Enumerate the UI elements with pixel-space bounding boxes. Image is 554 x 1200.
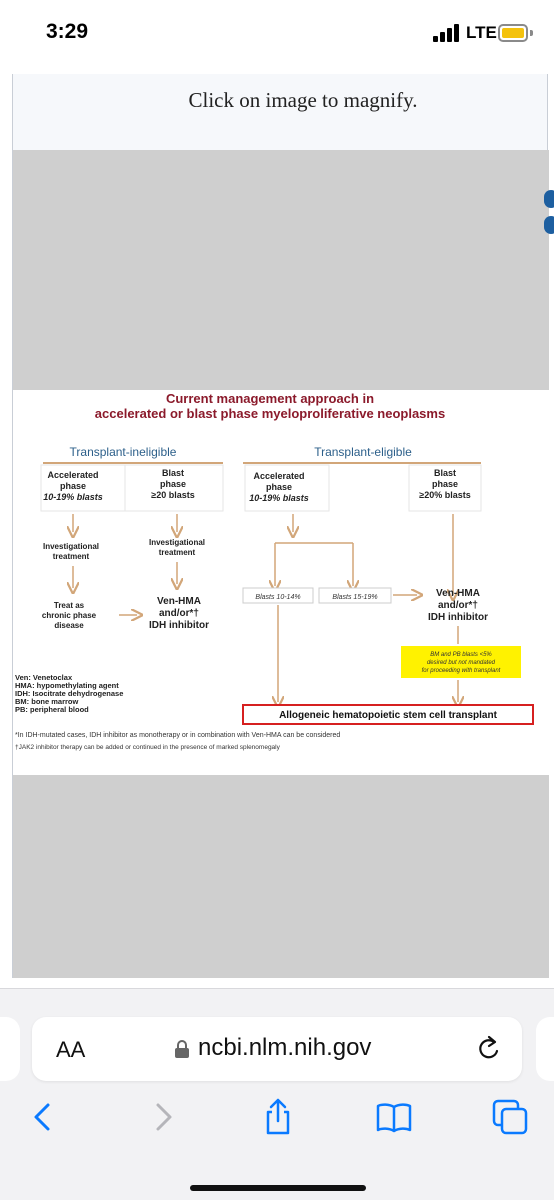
abbrev-5: PB: peripheral blood [15, 705, 89, 714]
inel-accel-3: 10-19% blasts [43, 492, 103, 502]
lock-icon [175, 1040, 189, 1058]
treat-chronic-3: disease [54, 621, 84, 630]
invest-right-1: Investigational [149, 538, 205, 547]
page-frame: Click on image to magnify. Current manag… [12, 74, 549, 978]
invest-left-1: Investigational [43, 542, 99, 551]
invest-right-2: treatment [159, 548, 196, 557]
home-indicator [190, 1185, 366, 1191]
next-tab-peek[interactable] [536, 1017, 554, 1081]
text-size-button[interactable]: AA [56, 1037, 86, 1062]
el-accel-1: Accelerated [253, 471, 304, 481]
el-blast-2: phase [432, 479, 458, 489]
status-bar: 3:29 LTE [0, 0, 554, 70]
blasts-high-box: Blasts 15-19% [332, 594, 377, 601]
el-accel-3: 10-19% blasts [249, 493, 309, 503]
inel-blast-2: phase [160, 479, 186, 489]
el-accel-2: phase [266, 482, 292, 492]
battery-icon [498, 24, 528, 42]
figure-image-link[interactable]: Current management approach in accelerat… [13, 150, 549, 978]
ven-hma-left-3: IDH inhibitor [149, 620, 209, 631]
bm-note-3: for proceeding with transplant [422, 668, 501, 674]
side-peek [544, 190, 554, 250]
blasts-low-box: Blasts 10-14% [255, 594, 300, 601]
inel-blast-3: ≥20 blasts [151, 490, 194, 500]
figure-flowchart: Current management approach in accelerat… [13, 390, 549, 775]
url-text[interactable]: ncbi.nlm.nih.gov [198, 1034, 372, 1061]
battery-cap [530, 30, 533, 36]
abbrev-4: BM: bone marrow [15, 697, 79, 706]
bm-note-2: desired but not mandated [427, 660, 496, 666]
treat-chronic-1: Treat as [54, 601, 85, 610]
el-blast-3: ≥20% blasts [419, 490, 470, 500]
tabs-icon[interactable] [490, 1097, 530, 1137]
abbrev-2: HMA: hypomethylating agent [15, 681, 119, 690]
book-icon[interactable] [374, 1097, 414, 1137]
status-time: 3:29 [46, 20, 89, 43]
el-blast-1: Blast [434, 468, 456, 478]
inel-accel-1: Accelerated [47, 470, 98, 480]
header-transplant-eligible: Transplant-eligible [314, 445, 412, 459]
magnify-caption[interactable]: Click on image to magnify. [188, 88, 418, 112]
address-bar[interactable]: AA ncbi.nlm.nih.gov [32, 1017, 522, 1081]
ven-hma-right-1: Ven-HMA [436, 588, 480, 599]
webpage[interactable]: Click on image to magnify. Current manag… [0, 70, 554, 990]
signal-icon [433, 24, 463, 42]
previous-tab-peek[interactable] [0, 1017, 20, 1081]
reload-icon[interactable] [476, 1035, 502, 1063]
nav-icons [0, 1097, 554, 1137]
invest-left-2: treatment [53, 552, 90, 561]
footnote-2: †JAK2 inhibitor therapy can be added or … [15, 744, 281, 751]
footnote-1: *In IDH-mutated cases, IDH inhibitor as … [15, 732, 340, 739]
header-transplant-ineligible: Transplant-ineligible [70, 445, 177, 459]
figure-title-line2: accelerated or blast phase myeloprolifer… [95, 406, 445, 421]
abbrev-3: IDH: Isocitrate dehydrogenase [15, 689, 123, 698]
treat-chronic-2: chronic phase [42, 611, 97, 620]
bm-note-1: BM and PB blasts <5% [430, 652, 492, 658]
ven-hma-right-2: and/or*† [438, 600, 478, 611]
network-label: LTE [466, 23, 497, 42]
ven-hma-left-1: Ven-HMA [157, 596, 201, 607]
chevron-left-icon[interactable] [24, 1097, 64, 1137]
ven-hma-right-3: IDH inhibitor [428, 612, 488, 623]
inel-blast-1: Blast [162, 468, 184, 478]
abbrev-1: Ven: Venetoclax [15, 673, 73, 682]
inel-accel-2: phase [60, 481, 86, 491]
share-icon[interactable] [258, 1097, 298, 1137]
chevron-right-icon[interactable] [142, 1097, 182, 1137]
figure-title-line1: Current management approach in [166, 391, 374, 406]
transplant-box-text: Allogeneic hematopoietic stem cell trans… [279, 710, 498, 721]
ven-hma-left-2: and/or*† [159, 608, 199, 619]
browser-toolbar: AA ncbi.nlm.nih.gov [0, 988, 554, 1200]
